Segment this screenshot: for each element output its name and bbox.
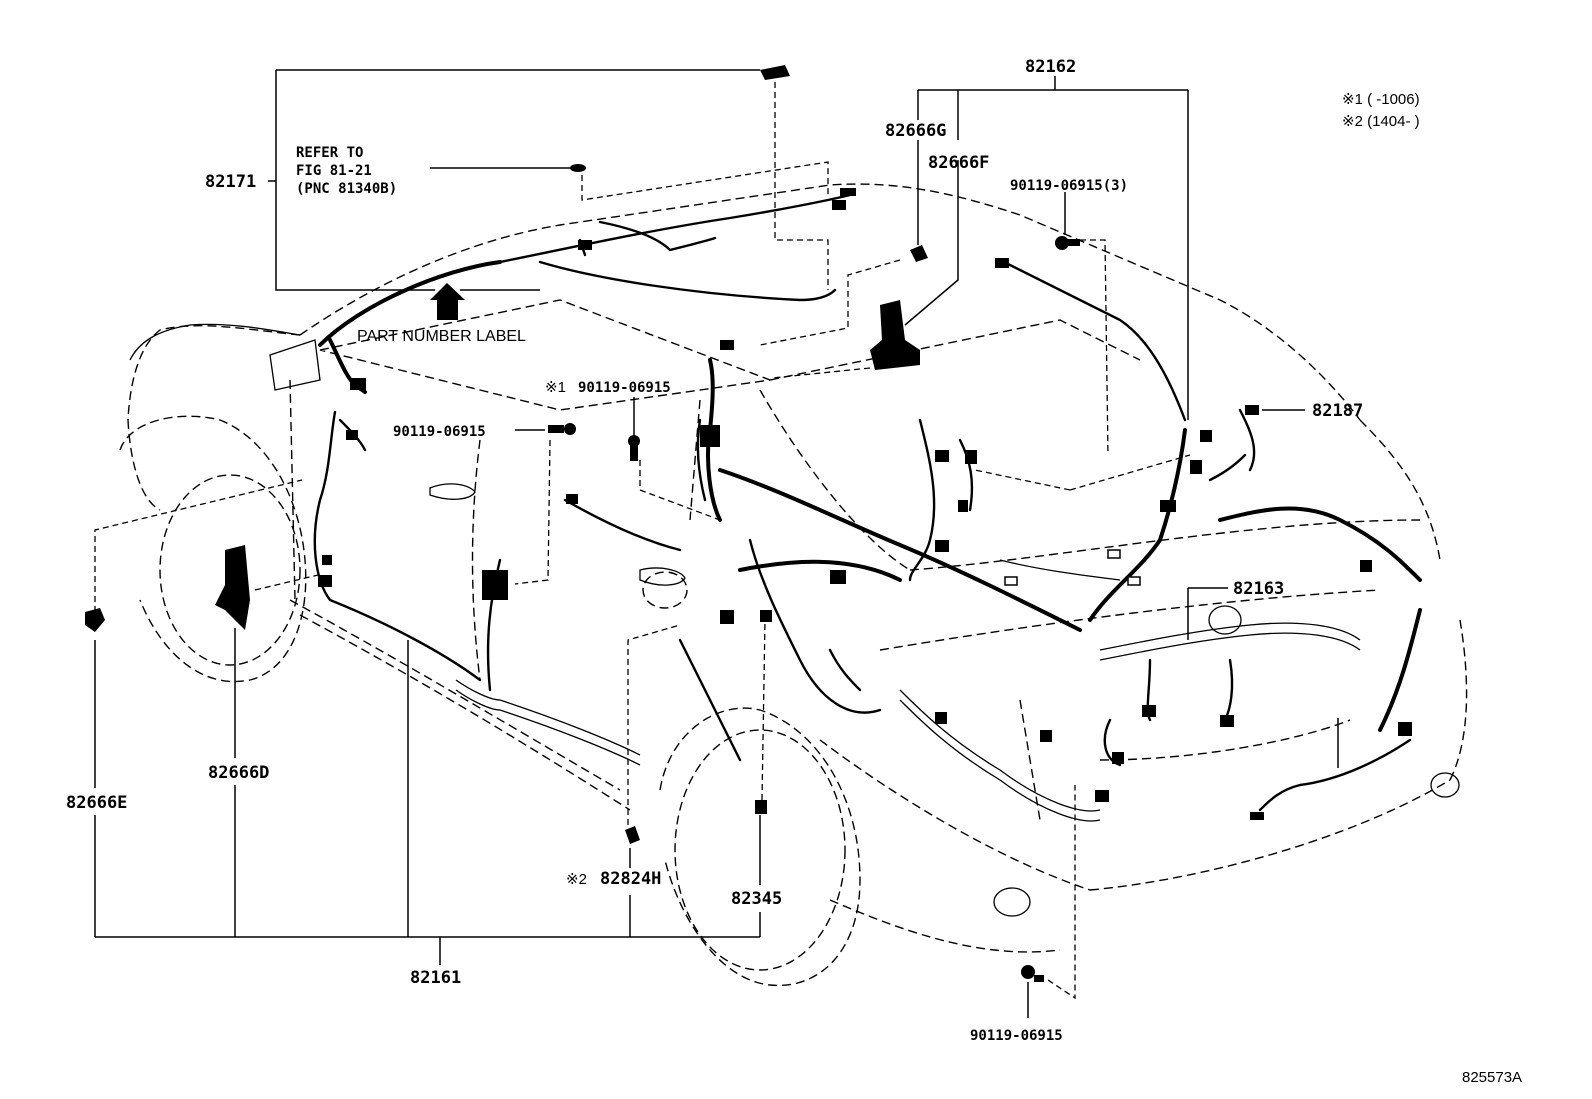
- legend-notes: ※1 ( -1006) ※2 (1404- ): [1342, 91, 1420, 130]
- label-90119-06915-bottom: 90119-06915: [970, 1028, 1063, 1044]
- refer-line-1: REFER TO: [296, 145, 363, 161]
- part-number-label-arrow: [430, 283, 465, 320]
- label-82163: 82163: [1233, 579, 1284, 599]
- label-82666F: 82666F: [928, 153, 989, 173]
- component-82171-roof-clip: [570, 65, 790, 172]
- refer-line-3: (PNC 81340B): [296, 181, 397, 197]
- front-door-harness: [313, 410, 641, 766]
- label-90119-06915-3: 90119-06915(3): [1010, 178, 1128, 194]
- figure-id: 825573A: [1462, 1069, 1522, 1086]
- legend-note-1: ※1 ( -1006): [1342, 91, 1420, 108]
- label-82162: 82162: [1025, 57, 1076, 77]
- note-mark-1: ※1: [545, 379, 566, 396]
- label-82187: 82187: [1312, 401, 1363, 421]
- refer-note: REFER TO FIG 81-21 (PNC 81340B): [296, 145, 397, 197]
- label-82666D: 82666D: [208, 763, 269, 783]
- component-82666D-bracket: [215, 545, 250, 630]
- component-82666G-clip: [910, 245, 928, 262]
- component-82666F: [870, 300, 920, 370]
- label-82171: 82171: [205, 172, 256, 192]
- bumper-harness: [899, 608, 1422, 822]
- car-body-outline: [127, 183, 1468, 953]
- rear-harness: [908, 258, 1422, 622]
- label-82666G: 82666G: [885, 121, 946, 141]
- component-82345-grommet: [755, 800, 767, 814]
- rear-wheel: [659, 707, 861, 987]
- center-pillar-harness: [482, 340, 734, 692]
- label-82666E: 82666E: [66, 793, 127, 813]
- component-82824H-clip: [625, 826, 640, 844]
- bolt-90119-06915-front-pillar: [548, 423, 576, 435]
- bolt-90119-06915-roof: [1055, 236, 1080, 250]
- note-mark-2: ※2: [566, 871, 587, 888]
- leader-lines: [94, 69, 1339, 1018]
- part-number-label-text: PART NUMBER LABEL: [357, 328, 526, 345]
- floor-harness: [678, 468, 1082, 762]
- roof-harness: [318, 188, 856, 394]
- refer-line-2: FIG 81-21: [296, 163, 372, 179]
- label-90119-06915-front: 90119-06915: [393, 424, 486, 440]
- part-labels: 82162 82666G 82666F 90119-06915(3) 82171…: [66, 57, 1522, 1086]
- label-90119-06915-center: 90119-06915: [578, 380, 671, 396]
- legend-note-2: ※2 (1404- ): [1342, 113, 1420, 130]
- label-82824H: 82824H: [600, 869, 661, 889]
- trunk-lid-harness: [1099, 622, 1361, 767]
- label-82161: 82161: [410, 968, 461, 988]
- bolt-90119-06915-center: [628, 435, 640, 461]
- label-82345: 82345: [731, 889, 782, 909]
- front-wheel: [119, 415, 307, 683]
- bolt-90119-06915-bottom: [1021, 965, 1044, 982]
- component-82666E-clip: [85, 608, 105, 632]
